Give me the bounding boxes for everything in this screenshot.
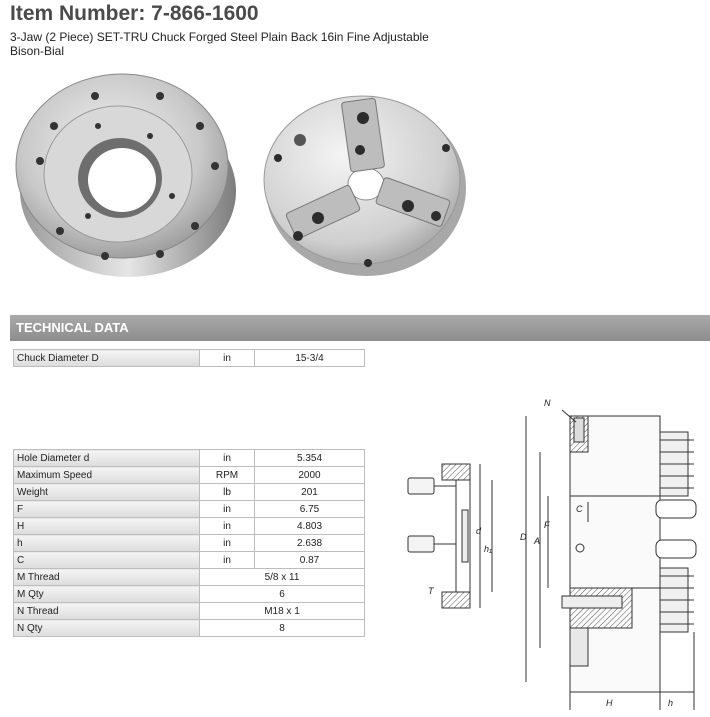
spec-label: M Thread	[13, 568, 200, 586]
spec-unit: RPM	[199, 466, 255, 484]
spec-value: 6	[199, 585, 365, 603]
spec-value: 5/8 x 11	[199, 568, 365, 586]
spec-unit: in	[199, 534, 255, 552]
spec-unit: in	[199, 349, 255, 367]
drawing-label-f: F	[544, 520, 550, 530]
spec-label: Hole Diameter d	[13, 449, 200, 467]
spec-value: 0.87	[254, 551, 365, 569]
drawing-label-t: T	[428, 586, 435, 596]
technical-data-heading: TECHNICAL DATA	[10, 315, 710, 341]
spec-label: Maximum Speed	[13, 466, 200, 484]
spec-label: F	[13, 500, 200, 518]
spec-label: H	[13, 517, 200, 535]
spec-label: Chuck Diameter D	[13, 349, 200, 367]
spec-unit: in	[199, 449, 255, 467]
spec-value: 5.354	[254, 449, 365, 467]
spec-value: 201	[254, 483, 365, 501]
spec-value: 15-3/4	[254, 349, 365, 367]
spec-value: 2.638	[254, 534, 365, 552]
drawing-label-c: C	[576, 504, 583, 514]
chuck-technical-drawing: N D A F d h₁ C T H h	[407, 398, 697, 710]
drawing-label-h-upper: H	[606, 698, 613, 708]
spec-label: C	[13, 551, 200, 569]
spec-unit: in	[199, 517, 255, 535]
spec-label: h	[13, 534, 200, 552]
drawing-label-a: A	[533, 536, 540, 546]
spec-unit: lb	[199, 483, 255, 501]
drawing-label-d-small: d	[476, 526, 482, 536]
spec-value: 4.803	[254, 517, 365, 535]
spec-value: 2000	[254, 466, 365, 484]
spec-table-top: Chuck Diameter D in 15-3/4	[13, 349, 365, 367]
item-number-title: Item Number: 7-866-1600	[10, 2, 259, 25]
drawing-label-h-lower: h	[668, 698, 673, 708]
spec-value: 6.75	[254, 500, 365, 518]
chuck-back-photo	[15, 73, 236, 277]
spec-label: N Qty	[13, 619, 200, 637]
description-line-2: Bison-Bial	[10, 44, 65, 58]
chuck-front-photo	[263, 95, 466, 276]
spec-label: M Qty	[13, 585, 200, 603]
description-line-1: 3-Jaw (2 Piece) SET-TRU Chuck Forged Ste…	[10, 30, 429, 44]
table-row: Chuck Diameter D in 15-3/4	[13, 349, 365, 367]
spec-unit: in	[199, 551, 255, 569]
drawing-label-n: N	[544, 398, 551, 408]
drawing-label-d-large: D	[520, 532, 527, 542]
spec-label: Weight	[13, 483, 200, 501]
spec-value: 8	[199, 619, 365, 637]
spec-value: M18 x 1	[199, 602, 365, 620]
spec-unit: in	[199, 500, 255, 518]
product-description: 3-Jaw (2 Piece) SET-TRU Chuck Forged Ste…	[10, 30, 460, 58]
spec-label: N Thread	[13, 602, 200, 620]
drawing-label-h1: h₁	[484, 544, 492, 554]
